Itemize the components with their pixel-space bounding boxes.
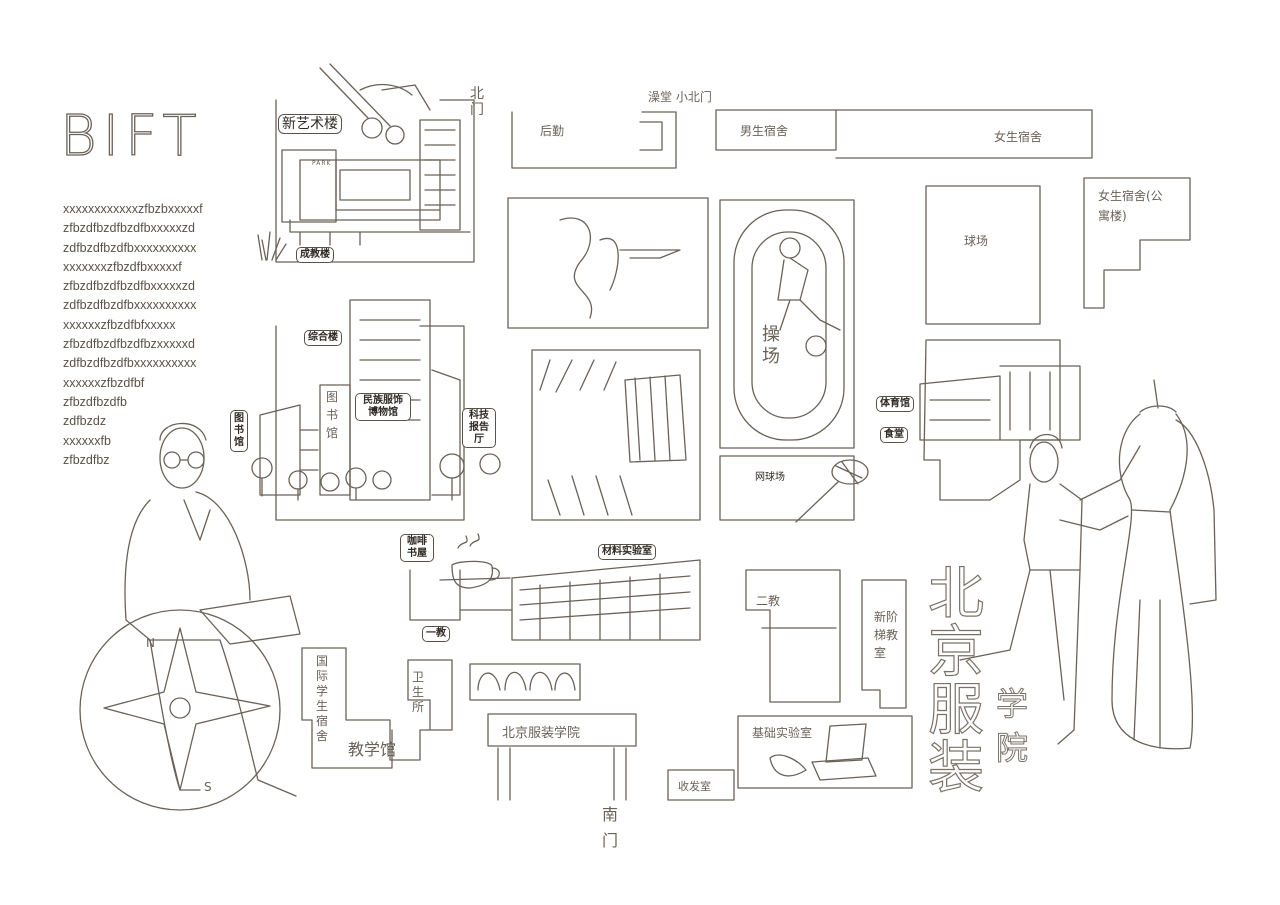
filler-line: zfbzdfbzdfbzdfbzxxxxxd bbox=[63, 337, 196, 352]
filler-line: xxxxxxfb bbox=[63, 433, 111, 448]
filler-line: zdfbzdfbzdfbxxxxxxxxxx bbox=[63, 298, 197, 313]
title-bift: BIFT bbox=[59, 103, 203, 169]
compass-north: N bbox=[146, 636, 155, 650]
label-north-small-gate: 澡堂 小北门 bbox=[648, 90, 712, 104]
compass-south: S bbox=[204, 780, 212, 794]
calligraphy-column-2: 学 院 bbox=[996, 682, 1036, 770]
filler-line: xxxxxxxxxxxxzfbzbxxxxxf bbox=[63, 202, 203, 216]
calligraphy-char: 院 bbox=[996, 729, 1029, 768]
teaching-buildings bbox=[667, 569, 913, 801]
trees-cluster bbox=[469, 663, 581, 701]
playground-track bbox=[719, 199, 869, 523]
badge-science-hall: 科技报告厅 bbox=[462, 408, 496, 448]
label-ball-field: 球场 bbox=[964, 234, 989, 248]
badge-new-art-building: 新艺术楼 bbox=[278, 114, 342, 134]
label-teaching-two: 二教 bbox=[756, 594, 781, 608]
filler-line: zfbzdfbzdfbzdfbxxxxxzd bbox=[63, 221, 196, 236]
badge-library: 图书馆 bbox=[230, 410, 248, 452]
badge-materials-lab: 材料实验室 bbox=[598, 544, 656, 560]
designer-with-dress-form bbox=[959, 379, 1217, 750]
top-row-buildings bbox=[511, 109, 1093, 169]
calligraphy-char: 服 bbox=[927, 678, 984, 743]
label-teaching-hall: 教学馆 bbox=[348, 740, 397, 759]
cafe-materials-lab bbox=[409, 533, 701, 641]
calligraphy-char: 装 bbox=[927, 736, 984, 801]
filler-line: xxxxxxzfbzdfbf bbox=[63, 375, 145, 390]
library-museum-block-sketch bbox=[251, 299, 501, 521]
badge-cafe: 咖啡书屋 bbox=[400, 534, 434, 562]
badge-canteen: 食堂 bbox=[880, 427, 908, 443]
label-male-dorm: 男生宿舍 bbox=[740, 124, 789, 138]
badge-teaching-one: 一教 bbox=[422, 626, 450, 642]
calligraphy-column-1: 北 京 服 装 bbox=[927, 562, 988, 801]
label-logistics: 后勤 bbox=[540, 124, 565, 138]
label-mailroom: 收发室 bbox=[678, 780, 711, 793]
label-clinic: 卫生所 bbox=[412, 670, 425, 714]
label-new-teaching: 新阶梯教室 bbox=[874, 610, 899, 660]
new-art-building-sketch bbox=[257, 63, 475, 263]
calligraphy-char: 北 bbox=[927, 562, 984, 627]
label-school-sign: 北京服装学院 bbox=[502, 726, 581, 741]
ball-field-gym bbox=[919, 177, 1191, 501]
label-park-sign: PARK bbox=[312, 160, 332, 167]
intl-dorm-hall bbox=[301, 647, 453, 769]
label-female-dorm-apartment: 女生宿舍(公寓楼) bbox=[1098, 189, 1163, 223]
label-playground: 操场 bbox=[762, 324, 780, 367]
sculpture-lawn bbox=[507, 197, 709, 521]
label-tennis-court: 网球场 bbox=[755, 472, 785, 483]
filler-line: zdfbzdfbzdfbxxxxxxxxxx bbox=[63, 356, 197, 371]
label-female-dorm: 女生宿舍 bbox=[994, 130, 1043, 144]
filler-line: zfbzdfbzdfb bbox=[63, 394, 127, 409]
school-gate-sketch bbox=[487, 713, 637, 801]
filler-line: xxxxxxzfbzdfbfxxxxx bbox=[63, 317, 176, 332]
badge-museum: 民族服饰博物馆 bbox=[355, 393, 411, 421]
label-north-gate: 北门 bbox=[470, 86, 484, 118]
filler-line: zfbzdfbzdfbzdfbxxxxxzd bbox=[63, 279, 196, 294]
man-with-laptop-figure bbox=[124, 422, 301, 797]
calligraphy-char: 学 bbox=[996, 685, 1029, 724]
label-intl-dorm: 国际学生宿舍 bbox=[316, 654, 329, 743]
label-basic-lab: 基础实验室 bbox=[752, 726, 813, 740]
badge-chengjiao-building: 成教楼 bbox=[296, 247, 334, 263]
filler-line: zfbzdfbz bbox=[63, 452, 110, 467]
filler-line: zdfbzdfbzdfbxxxxxxxxxx bbox=[63, 240, 197, 255]
filler-text-block: xxxxxxxxxxxxzfbzbxxxxxf zfbzdfbzdfbzdfbx… bbox=[63, 200, 203, 470]
badge-complex-building: 综合楼 bbox=[304, 330, 342, 346]
label-library-facade: 图书馆 bbox=[326, 390, 339, 440]
calligraphy-char: 京 bbox=[927, 620, 984, 685]
badge-gym: 体育馆 bbox=[876, 396, 914, 412]
filler-line: zdfbzdz bbox=[63, 414, 107, 429]
label-south-gate: 南门 bbox=[602, 805, 619, 850]
filler-line: xxxxxxxzfbzdfbxxxxxf bbox=[63, 259, 182, 274]
compass-rose bbox=[79, 609, 281, 811]
